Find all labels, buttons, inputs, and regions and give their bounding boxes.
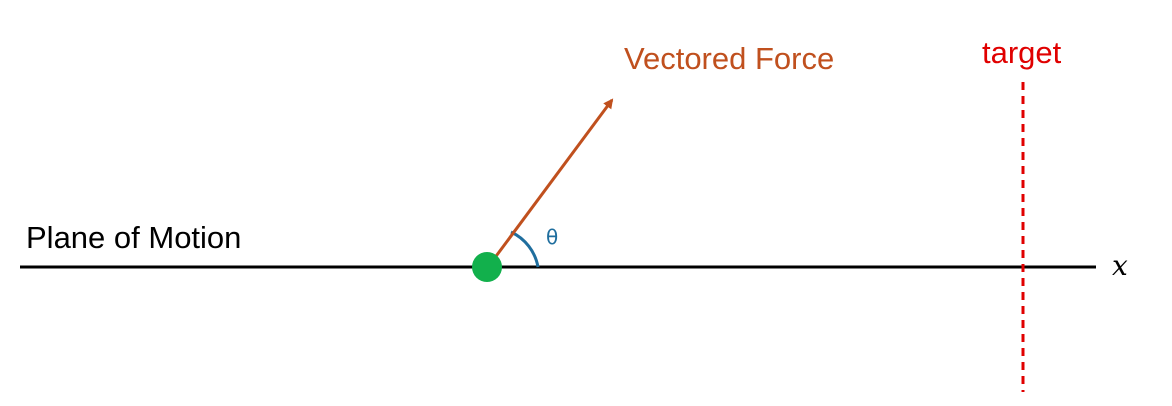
vectored-force-label: Vectored Force	[624, 41, 835, 76]
target-label: target	[982, 35, 1062, 70]
angle-theta-label: θ	[546, 225, 559, 249]
angle-arc	[510, 230, 540, 268]
particle-dot	[472, 252, 502, 282]
plane-of-motion-label: Plane of Motion	[26, 220, 242, 255]
force-vector-arrow	[486, 98, 614, 268]
x-axis-label: x	[1112, 249, 1128, 282]
